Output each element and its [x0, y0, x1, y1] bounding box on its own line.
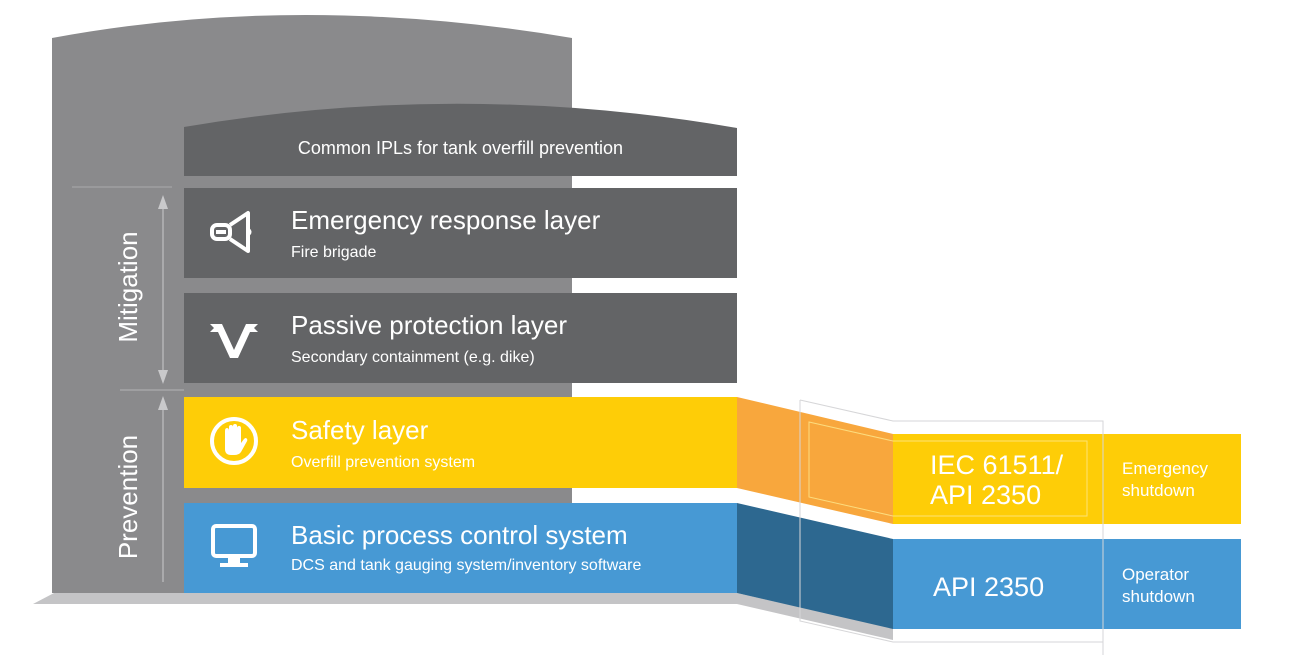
layer-subtitle: DCS and tank gauging system/inventory so…	[291, 557, 642, 574]
layer-title: Emergency response layer	[291, 205, 601, 235]
bpcs-standard-label: API 2350	[933, 572, 1044, 602]
layer-basic-process-control: Basic process control system DCS and tan…	[184, 503, 737, 593]
mitigation-label: Mitigation	[113, 231, 143, 343]
action-line: shutdown	[1122, 587, 1195, 606]
safety-action-label: Emergency shutdown	[1122, 458, 1208, 502]
safety-connector	[737, 397, 893, 524]
layer-subtitle: Fire brigade	[291, 244, 377, 261]
bpcs-standard-panel	[893, 539, 1241, 629]
standard-line: API 2350	[930, 480, 1042, 510]
layer-title: Safety layer	[291, 415, 429, 445]
layer-safety: Safety layer Overfill prevention system	[184, 397, 737, 488]
mitigation-arrow-down-head	[158, 370, 168, 384]
safety-standard-panel	[893, 434, 1241, 524]
standard-line: IEC 61511/	[930, 450, 1064, 480]
header-roof	[184, 103, 737, 176]
action-line: shutdown	[1122, 481, 1195, 500]
action-line: Operator	[1122, 565, 1190, 584]
outer-frame	[799, 399, 1104, 655]
megaphone-icon	[210, 211, 252, 253]
standard-line: API 2350	[933, 572, 1045, 602]
safety-standard-label: IEC 61511/ API 2350	[930, 450, 1063, 510]
action-line: Emergency	[1122, 459, 1208, 478]
monitor-icon	[211, 524, 257, 567]
layer-passive-protection: Passive protection layer Secondary conta…	[184, 293, 737, 383]
inner-frame	[808, 421, 1088, 517]
layer-subtitle: Overfill prevention system	[291, 454, 476, 471]
prevention-label: Prevention	[113, 434, 143, 560]
bpcs-action-label: Operator shutdown	[1122, 564, 1195, 608]
layer-emergency-response: Emergency response layer Fire brigade	[184, 188, 737, 278]
dike-v-icon	[210, 324, 258, 358]
bpcs-connector	[737, 503, 893, 629]
mitigation-arrow-up-head	[158, 195, 168, 209]
layer-subtitle: Secondary containment (e.g. dike)	[291, 349, 535, 366]
outer-frame-bottom	[799, 400, 1103, 643]
layer-title: Basic process control system	[291, 520, 628, 550]
ground-shadow	[33, 593, 893, 640]
prevention-arrow-up-head	[158, 396, 168, 410]
diagram-header: Common IPLs for tank overfill prevention	[297, 138, 624, 158]
layer-title: Passive protection layer	[291, 310, 568, 340]
stop-hand-icon	[210, 417, 258, 465]
